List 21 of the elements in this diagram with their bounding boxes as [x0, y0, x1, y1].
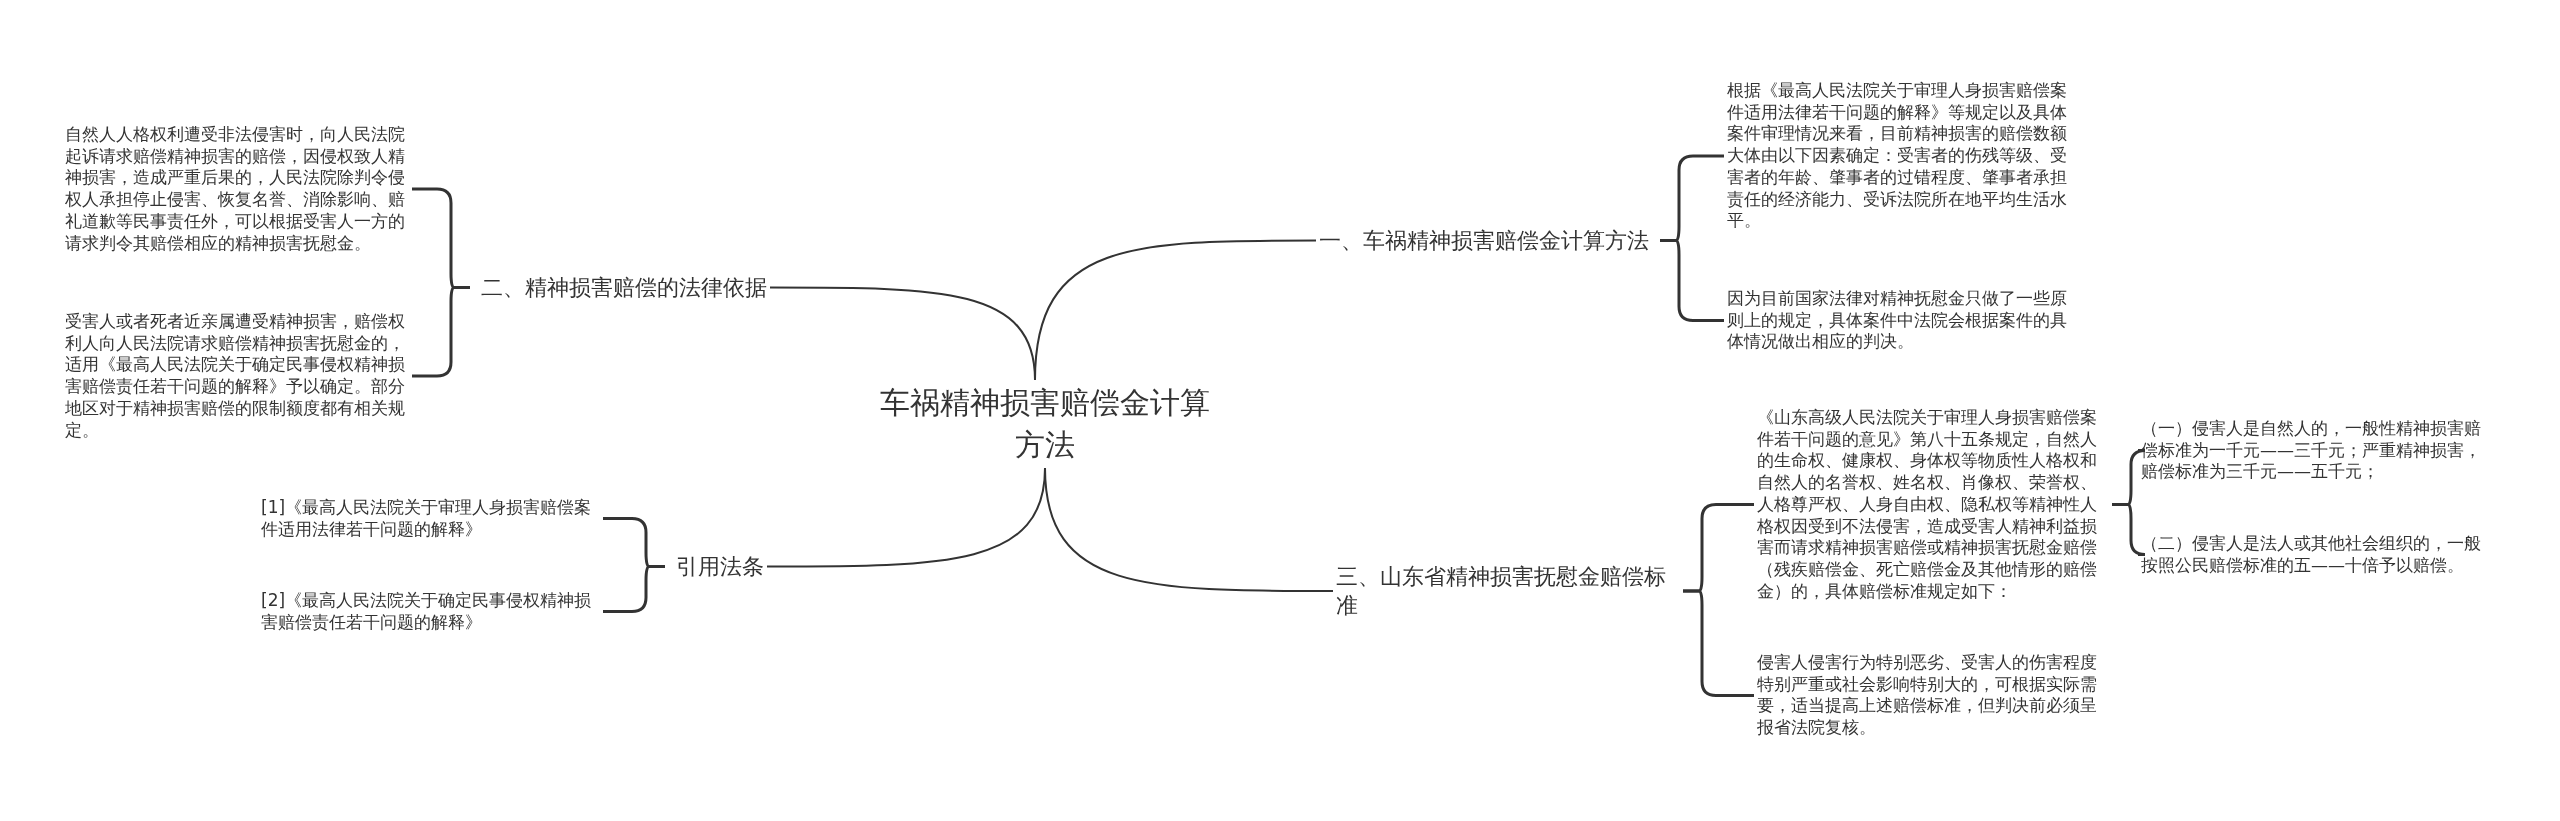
branch-topic: 二、精神损害赔偿的法律依据 — [478, 271, 770, 304]
note-text: 《山东高级人民法院关于审理人身损害赔偿案件若干问题的意见》第八十五条规定，自然人的生命权、健康权、身体权等物质性人格权和自然人的名誉权、姓名权、肖像权、荣誉权、人格尊严权、人身自由权、隐私权等精神性人格权因受到不法侵害，造成受害人精神利益损害而请求精神损害赔偿或精神损害抚慰金赔偿（残疾赔偿金、死亡赔偿金及其他情形的赔偿金）的，具体赔偿标准规定如下： — [1754, 405, 2104, 605]
note-text: [2]《最高人民法院关于确定民事侵权精神损害赔偿责任若干问题的解释》 — [258, 588, 603, 636]
brace-line — [412, 286, 470, 378]
connector-line — [769, 286, 1036, 381]
note-text: 自然人人格权利遭受非法侵害时，向人民法院起诉请求赔偿精神损害的赔偿，因侵权致人精神损害，造成严重后果的，人民法院除判令侵权人承担停止侵害、恢复名誉、消除影响、赔礼道歉等民事责任外，可以根据受害人一方的请求判令其赔偿相应的精神损害抚慰金。 — [62, 122, 412, 257]
note-text: 根据《最高人民法院关于审理人身损害赔偿案件适用法律若干问题的解释》等规定以及具体案件审理情况来看，目前精神损害的赔偿数额大体由以下因素确定：受害者的伤残等级、受害者的年龄、肇事者的过错程度、肇事者承担责任的经济能力、受诉法院所在地平均生活水平。 — [1724, 78, 2074, 234]
central-topic: 车祸精神损害赔偿金计算方法 — [870, 380, 1220, 468]
branch-topic: 引用法条 — [673, 550, 767, 583]
note-text: 受害人或者死者近亲属遭受精神损害，赔偿权利人向人民法院请求赔偿精神损害抚慰金的，适用《最高人民法院关于确定民事侵权精神损害赔偿责任若干问题的解释》予以确定。部分地区对于精神损害赔偿的限制额度都有相关规定。 — [62, 309, 412, 444]
connector-line — [1044, 467, 1334, 592]
note-text: 因为目前国家法律对精神抚慰金只做了一些原则上的规定，具体案件中法院会根据案件的具体情况做出相应的判决。 — [1724, 286, 2074, 356]
note-text: 侵害人侵害行为特别恶劣、受害人的伤害程度特别严重或社会影响特别大的，可根据实际需要，适当提高上述赔偿标准，但判决前必须呈报省法院复核。 — [1754, 650, 2104, 741]
brace-line — [2112, 503, 2147, 556]
brace-line — [1683, 589, 1754, 697]
brace-line — [1660, 239, 1724, 322]
note-text: （二）侵害人是法人或其他社会组织的，一般按照公民赔偿标准的五——十倍予以赔偿。 — [2138, 531, 2488, 579]
note-text: [1]《最高人民法院关于审理人身损害赔偿案件适用法律若干问题的解释》 — [258, 495, 603, 543]
branch-topic: 三、山东省精神损害抚慰金赔偿标准 — [1333, 560, 1675, 622]
branch-topic: 一、车祸精神损害赔偿金计算方法 — [1316, 224, 1652, 257]
brace-line — [603, 565, 665, 613]
